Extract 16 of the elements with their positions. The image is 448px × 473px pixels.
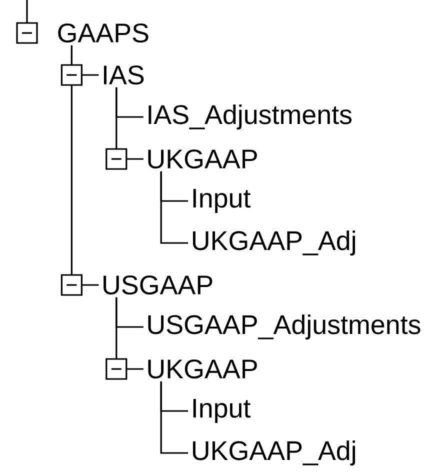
tree-item-label: IAS_Adjustments <box>148 104 352 130</box>
tree-item-label: UKGAAP <box>148 149 257 169</box>
tree-item-label: GAAPS <box>58 23 148 43</box>
tree-item-label: UKGAAP <box>148 359 257 379</box>
tree-connector <box>116 297 144 370</box>
tree-connector <box>160 381 188 454</box>
tree-item-label: UKGAAP_Adj <box>192 440 356 466</box>
tree-item-label: USGAAP <box>104 275 212 295</box>
tree-connector <box>160 171 188 244</box>
tree-item-label: IAS <box>104 65 144 85</box>
tree-connector <box>116 87 144 160</box>
tree-connector <box>70 45 99 286</box>
tree-item-label: Input <box>193 188 251 214</box>
tree-item-label: UKGAAP_Adj <box>192 230 356 256</box>
tree-item-label: Input <box>193 398 251 424</box>
tree-item-label: USGAAP_Adjustments <box>148 314 420 340</box>
